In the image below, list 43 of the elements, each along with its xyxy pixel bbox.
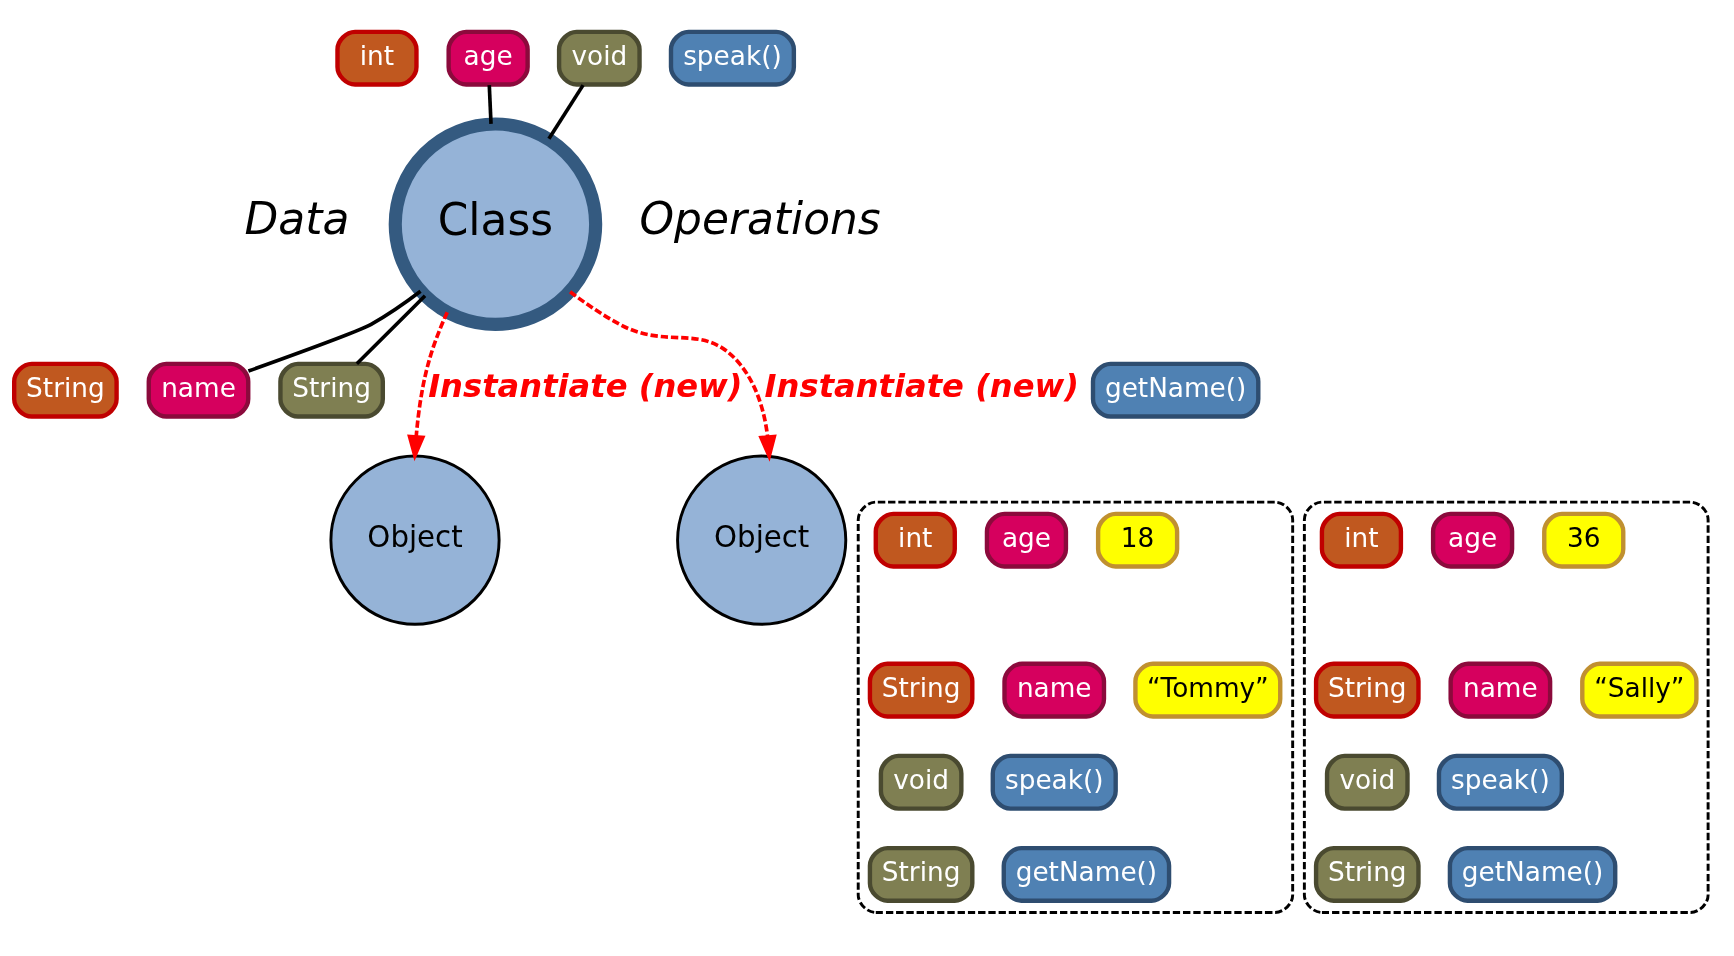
label: Operations [639, 192, 881, 244]
node-box: String [867, 661, 975, 719]
connector [355, 294, 427, 365]
node-box: int [873, 511, 957, 569]
node-box: getName() [1447, 845, 1618, 903]
node-box: int [335, 29, 419, 87]
node-box: speak() [990, 753, 1118, 811]
node-box: getName() [1001, 845, 1172, 903]
arrow [407, 311, 449, 462]
cluster [1302, 500, 1710, 914]
connector [547, 84, 585, 140]
node-box: String [1313, 661, 1421, 719]
node-box: 36 [1542, 511, 1626, 569]
node-box: void [1324, 753, 1410, 811]
node-box: getName() [1090, 361, 1261, 419]
node-box: speak() [1436, 753, 1564, 811]
node-circle: Class [388, 117, 603, 331]
node-circle: Object [676, 454, 848, 626]
node-box: name [146, 361, 251, 419]
connector [247, 289, 422, 373]
node-box: name [1448, 661, 1553, 719]
node-box: speak() [668, 29, 797, 87]
edge-label: Instantiate (new) [764, 366, 1079, 405]
node-box: void [556, 29, 642, 87]
connector [487, 85, 493, 124]
node-box: age [446, 29, 530, 87]
node-box: String [867, 845, 975, 903]
node-box: 18 [1095, 511, 1180, 569]
node-box: String [1313, 845, 1421, 903]
label: Data [244, 192, 350, 244]
node-box: void [878, 753, 964, 811]
node-box: int [1319, 511, 1404, 569]
node-box: “Sally” [1580, 661, 1699, 719]
cluster [856, 500, 1295, 914]
node-box: age [1430, 511, 1515, 569]
node-box: String [12, 361, 119, 419]
node-circle: Object [329, 454, 501, 626]
arrow [569, 290, 777, 462]
node-box: age [984, 511, 1069, 569]
node-box: String [278, 361, 385, 419]
node-box: name [1002, 661, 1107, 719]
node-box: “Tommy” [1133, 661, 1283, 719]
edge-label: Instantiate (new) [428, 366, 743, 405]
